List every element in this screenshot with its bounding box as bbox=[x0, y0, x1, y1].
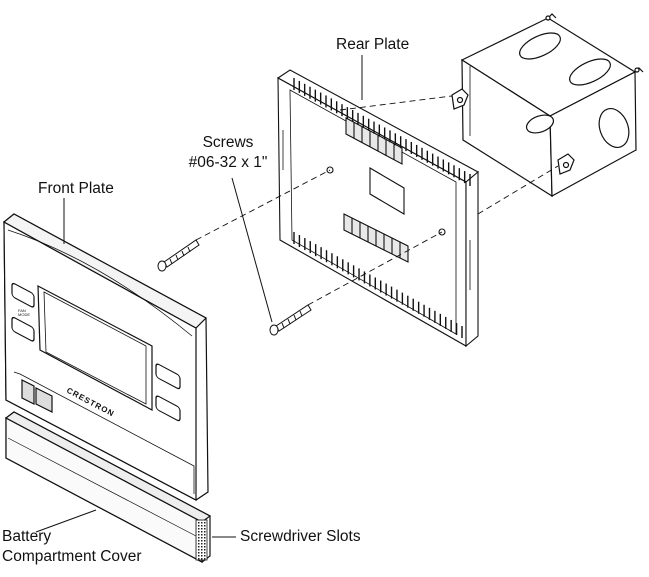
screws-leader bbox=[231, 177, 273, 323]
leader-lines bbox=[35, 55, 363, 538]
screw-upper bbox=[157, 239, 200, 272]
left-button-lower[interactable] bbox=[11, 316, 35, 342]
rear-plate-ribs-top bbox=[293, 78, 471, 186]
battery-label-line2: Compartment Cover bbox=[2, 548, 142, 565]
rear-plate bbox=[276, 69, 479, 348]
screwdriver-slot bbox=[195, 519, 208, 561]
battery-compartment-cover bbox=[4, 411, 212, 563]
rear-plate-ribs-bottom bbox=[293, 232, 463, 338]
terminal-block-lower bbox=[343, 213, 409, 263]
terminal-block-upper bbox=[345, 117, 403, 165]
battery-cover-leader bbox=[35, 509, 97, 533]
button-mark-fan: FAN bbox=[18, 308, 26, 313]
electrical-box bbox=[451, 13, 644, 198]
button-mark-mode: MODE bbox=[18, 312, 30, 317]
screw-lower bbox=[269, 304, 312, 336]
front-plate: FAN MODE CRESTRON bbox=[2, 213, 209, 501]
display-screen bbox=[37, 284, 153, 412]
front-plate-label: Front Plate bbox=[38, 180, 114, 197]
rear-plate-label: Rear Plate bbox=[336, 36, 410, 53]
right-button-lower[interactable] bbox=[155, 395, 181, 422]
battery-label-line1: Battery bbox=[2, 528, 52, 545]
screws-label-line1: Screws bbox=[202, 134, 254, 151]
screws-label-line2: #06-32 x 1" bbox=[188, 154, 268, 171]
alignment-lines bbox=[195, 95, 559, 306]
right-button-upper[interactable] bbox=[155, 363, 181, 390]
left-button-upper[interactable] bbox=[11, 282, 35, 308]
screwdriver-slots-label: Screwdriver Slots bbox=[240, 528, 361, 545]
